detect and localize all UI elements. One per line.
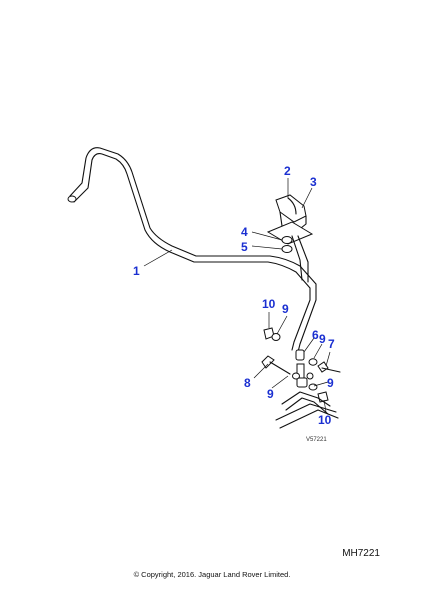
- callout-9-lower-right: 9: [327, 376, 334, 390]
- callout-1: 1: [133, 264, 140, 278]
- drop-link: [295, 349, 308, 388]
- lower-fixings: [261, 355, 341, 403]
- callout-7: 7: [328, 337, 335, 351]
- callout-10-upper: 10: [262, 297, 276, 311]
- callout-3: 3: [310, 175, 317, 189]
- callout-4: 4: [241, 225, 248, 239]
- drawing-code: V57221: [306, 437, 327, 443]
- clamp-bracket: [266, 194, 314, 283]
- leader-lines: [143, 178, 331, 413]
- bar-end-eye: [67, 195, 77, 203]
- callout-9-right-upper: 9: [319, 332, 326, 346]
- callout-6: 6: [312, 328, 319, 342]
- reference-code: MH7221: [342, 548, 380, 559]
- copyright-notice: © Copyright, 2016. Jaguar Land Rover Lim…: [133, 570, 291, 579]
- upper-nut-washer: [263, 327, 281, 341]
- bracket-fixings: [281, 236, 293, 253]
- callout-9-lower-left: 9: [267, 387, 274, 401]
- callout-5: 5: [241, 240, 248, 254]
- callout-2: 2: [284, 164, 291, 178]
- callout-8: 8: [244, 376, 251, 390]
- callout-9-upper: 9: [282, 302, 289, 316]
- callout-10-lower: 10: [318, 413, 332, 427]
- stabilizer-bar: [67, 147, 317, 353]
